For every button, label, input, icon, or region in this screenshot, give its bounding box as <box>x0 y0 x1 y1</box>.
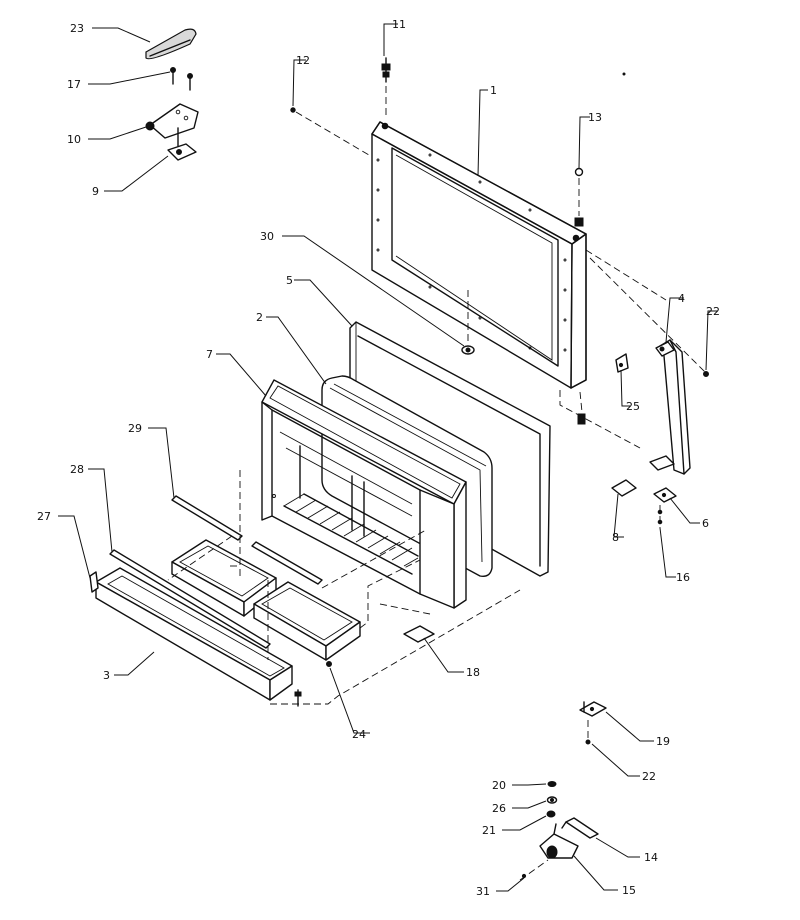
label-29: 29 <box>128 422 142 435</box>
part-19-bracket <box>579 701 607 745</box>
label-16: 16 <box>676 571 690 584</box>
label-9: 9 <box>92 185 99 198</box>
part-11-screw <box>381 57 391 118</box>
part-26-spacer <box>546 796 558 804</box>
label-8: 8 <box>612 531 619 544</box>
label-15: 15 <box>622 884 636 897</box>
label-7: 7 <box>206 348 213 361</box>
part-12-pin <box>290 107 375 159</box>
part-23-hinge-cover <box>145 28 197 60</box>
label-5: 5 <box>286 274 293 287</box>
label-1: 1 <box>490 84 497 97</box>
label-30: 30 <box>260 230 274 243</box>
label-11: 11 <box>392 18 406 31</box>
part-29-rail <box>171 495 243 541</box>
part-25-clip <box>615 353 629 373</box>
label-21: 21 <box>482 824 496 837</box>
part-9-hinge-bracket <box>167 143 197 161</box>
label-22b: 22 <box>642 770 656 783</box>
part-13-screw <box>574 167 584 227</box>
part-4-hinge-bar <box>649 339 691 475</box>
label-19: 19 <box>656 735 670 748</box>
part-30-bushing <box>461 290 475 355</box>
label-27: 27 <box>37 510 51 523</box>
part-14-rod <box>561 817 599 839</box>
label-26: 26 <box>492 802 506 815</box>
part-7-drawer-frame <box>261 379 467 609</box>
label-14: 14 <box>644 851 658 864</box>
label-10: 10 <box>67 133 81 146</box>
label-12: 12 <box>296 54 310 67</box>
label-3: 3 <box>103 669 110 682</box>
label-23: 23 <box>70 22 84 35</box>
part-6-bracket <box>653 487 677 503</box>
label-20: 20 <box>492 779 506 792</box>
label-28: 28 <box>70 463 84 476</box>
part-labels: 23 17 10 9 11 12 1 13 30 5 2 7 4 22 25 8… <box>37 18 720 898</box>
label-17: 17 <box>67 78 81 91</box>
part-rail-right <box>251 541 323 585</box>
part-22-screw-top <box>703 371 709 377</box>
label-31: 31 <box>476 885 490 898</box>
part-16-screws <box>657 505 663 528</box>
part-8-plate <box>611 479 637 497</box>
label-22a: 22 <box>706 305 720 318</box>
part-21-bushing <box>546 810 556 818</box>
part-31-screw <box>519 859 549 881</box>
part-3-front-tray <box>95 567 293 701</box>
label-6: 6 <box>702 517 709 530</box>
part-28-rail <box>109 549 271 649</box>
part-27-end-cap <box>89 571 99 593</box>
part-17-screws <box>170 67 193 91</box>
part-10-hinge-plate <box>145 103 199 147</box>
label-24: 24 <box>352 728 366 741</box>
leader-lines <box>58 23 718 892</box>
label-2: 2 <box>256 311 263 324</box>
part-18-pad <box>403 625 435 643</box>
label-18: 18 <box>466 666 480 679</box>
label-25: 25 <box>626 400 640 413</box>
part-15-roller-bracket <box>539 823 579 859</box>
label-13: 13 <box>588 111 602 124</box>
part-24-basket-right <box>253 581 361 667</box>
part-20-washer <box>547 781 557 787</box>
part-24-basket-left <box>171 539 277 617</box>
label-4: 4 <box>678 292 685 305</box>
part-stop-pin <box>294 689 302 707</box>
part-1-freezer-door <box>371 121 587 389</box>
